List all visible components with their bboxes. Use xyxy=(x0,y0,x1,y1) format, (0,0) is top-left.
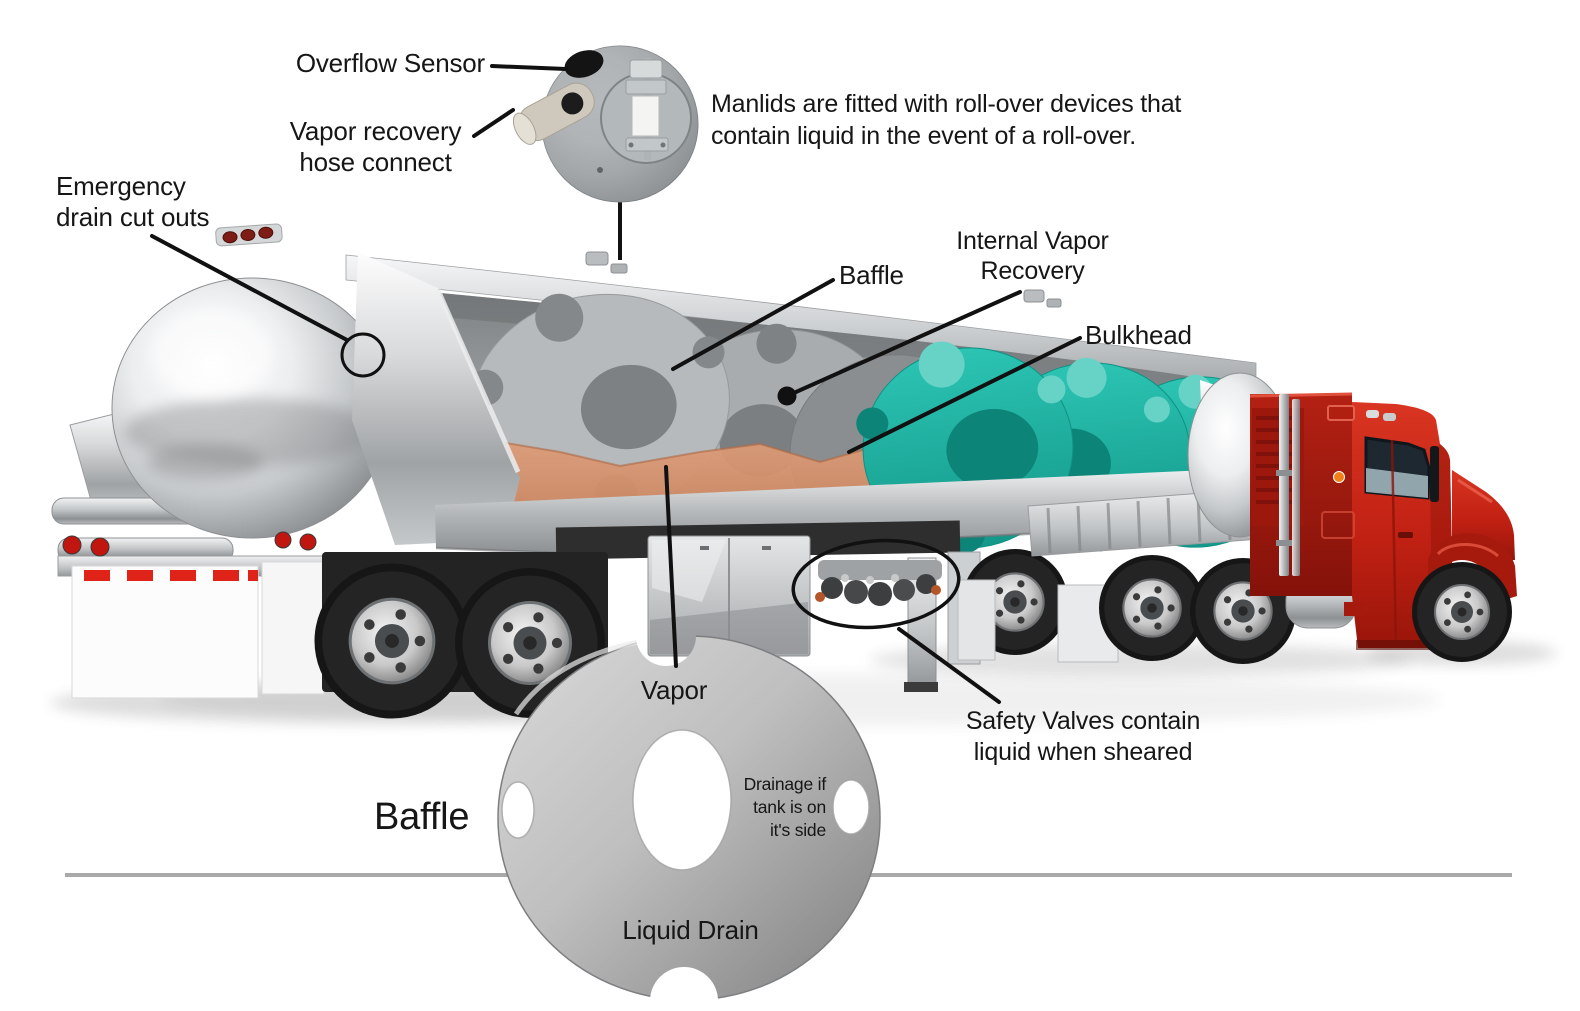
truck-cab xyxy=(1249,392,1517,650)
baffle-detail-disc xyxy=(497,635,881,1001)
side-mirror xyxy=(1430,446,1439,502)
label-internal-vapor-recovery: Internal Vapor Recovery xyxy=(930,226,1135,286)
baffle-text: Baffle xyxy=(839,260,904,290)
drainage-line3: it's side xyxy=(769,820,826,840)
safety-valves-marker-ellipse xyxy=(791,538,961,630)
label-overflow-sensor: Overflow Sensor xyxy=(270,48,485,79)
disc-left-hole xyxy=(501,781,535,839)
safety-valves-line2: liquid when sheared xyxy=(973,738,1193,766)
label-safety-valves: Safety Valves contain liquid when sheare… xyxy=(948,706,1218,768)
vapor-recovery-line2: hose connect xyxy=(299,147,452,177)
label-manlid-note: Manlids are fitted with roll-over device… xyxy=(711,88,1181,152)
baffle-pointer xyxy=(671,278,835,371)
internal-vapor-pointer xyxy=(785,290,1022,398)
overflow-sensor-pointer xyxy=(490,64,568,71)
vapor-recovery-line1: Vapor recovery xyxy=(289,116,462,146)
internal-vapor-pointer-dot xyxy=(777,386,797,406)
internal-vapor-line2: Recovery xyxy=(980,257,1085,285)
vapor-recovery-pointer xyxy=(472,108,515,138)
pointer-lines xyxy=(150,64,1082,704)
safety-valve-cluster xyxy=(815,560,942,606)
rollover-latch xyxy=(625,58,669,160)
emergency-line2: drain cut outs xyxy=(56,202,210,232)
drainage-line1: Drainage if xyxy=(743,774,827,794)
label-drainage-note: Drainage if tank is on it's side xyxy=(700,773,827,842)
rear-marker-lights xyxy=(215,223,283,247)
overflow-sensor-text: Overflow Sensor xyxy=(295,48,485,78)
door-handle xyxy=(1398,532,1413,538)
label-bulkhead: Bulkhead xyxy=(1085,320,1192,351)
trailer-wheels xyxy=(312,552,608,721)
safety-valves-pointer xyxy=(897,627,1001,704)
bulkhead-text: Bulkhead xyxy=(1085,320,1192,350)
internal-vapor-line1: Internal Vapor xyxy=(956,227,1109,255)
rear-bumper-and-mudflaps xyxy=(57,531,335,699)
tank-top-fittings xyxy=(585,251,1062,308)
label-baffle-detail: Baffle xyxy=(374,796,469,840)
bulkhead-pointer xyxy=(847,336,1082,454)
label-emergency-drain: Emergency drain cut outs xyxy=(56,171,209,233)
manlid-inset xyxy=(512,45,699,260)
manlid-note-line1: Manlids are fitted with roll-over device… xyxy=(711,90,1182,118)
safety-valves-line1: Safety Valves contain xyxy=(965,707,1201,735)
label-vapor: Vapor xyxy=(630,675,718,706)
label-vapor-recovery: Vapor recovery hose connect xyxy=(268,116,483,178)
tank-shell-cut-edge xyxy=(352,252,521,545)
emergency-line1: Emergency xyxy=(56,171,186,201)
label-baffle: Baffle xyxy=(839,260,904,291)
disc-center-hole xyxy=(632,729,732,871)
tank-rear-dome xyxy=(111,277,393,539)
disc-right-hole xyxy=(832,779,870,835)
overflow-sensor-port xyxy=(564,50,604,78)
liquid-drain-text: Liquid Drain xyxy=(622,915,759,945)
vapor-pointer xyxy=(664,465,678,668)
baffle-detail-text: Baffle xyxy=(374,796,470,838)
vapor-text: Vapor xyxy=(640,675,708,705)
drainage-line2: tank is on xyxy=(753,797,826,817)
exhaust-stack xyxy=(1279,394,1289,576)
manlid-note-line2: contain liquid in the event of a roll-ov… xyxy=(711,122,1136,150)
liquid-surface-line xyxy=(447,440,906,471)
exhaust-stack-2 xyxy=(1292,399,1300,576)
vapor-hose-connector xyxy=(512,82,595,145)
label-liquid-drain: Liquid Drain xyxy=(608,915,773,946)
roof-vent xyxy=(1327,405,1355,421)
emergency-drain-marker-circle xyxy=(340,332,386,378)
cab-logo xyxy=(1333,471,1345,483)
steer-wheel xyxy=(1411,561,1513,663)
emergency-drain-pointer xyxy=(150,234,349,342)
